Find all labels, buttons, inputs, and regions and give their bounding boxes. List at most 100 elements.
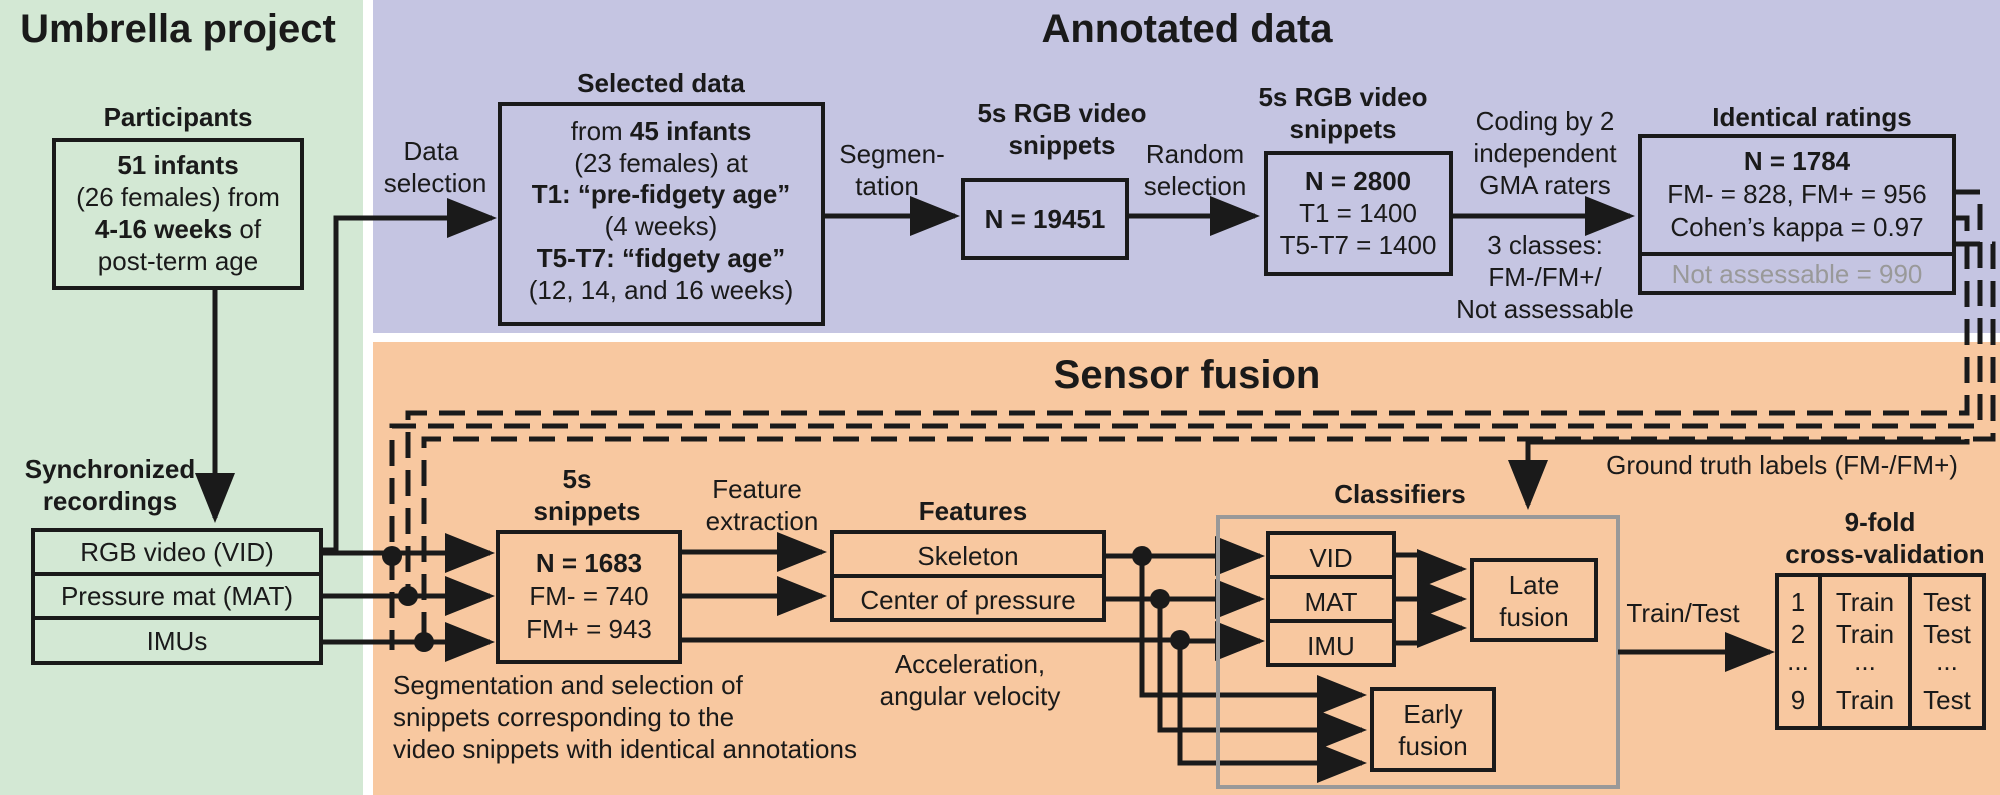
snippets1-heading-2: snippets (1009, 130, 1116, 160)
participants-postterm: post-term age (98, 246, 258, 276)
sync-heading-2: recordings (43, 486, 177, 516)
snippets2-t5-t7: T5-T7 = 1400 (1280, 230, 1437, 260)
features-heading: Features (919, 496, 1027, 526)
cv-test-ellipsis: ... (1936, 646, 1958, 676)
data-selection-label-2: selection (384, 168, 487, 198)
cv-test-9: Test (1923, 685, 1971, 715)
random-label-1: Random (1146, 139, 1244, 169)
sync-heading-1: Synchronized (25, 454, 195, 484)
cv-train-2: Train (1836, 619, 1894, 649)
cv-heading-2: cross-validation (1785, 539, 1984, 569)
arrow-imu-to-late (1394, 608, 1467, 648)
junction-dot-mat (398, 586, 418, 606)
junction-dot-imu (414, 632, 434, 652)
feature-center-of-pressure: Center of pressure (860, 585, 1075, 615)
segmentation-label-2: tation (855, 171, 919, 201)
early-fusion-label-1: Early (1403, 699, 1462, 729)
late-fusion-label-1: Late (1509, 570, 1560, 600)
snippets1-box (961, 178, 1129, 260)
identical-kappa: Cohen’s kappa = 0.97 (1670, 212, 1923, 242)
train-test-label: Train/Test (1626, 598, 1740, 628)
arrow-cop-to-early (1157, 599, 1367, 750)
participants-count: 51 infants (117, 150, 238, 180)
feature-extraction-label-1: Feature (712, 474, 802, 504)
cv-heading-1: 9-fold (1845, 507, 1916, 537)
cv-fold-9: 9 (1791, 685, 1805, 715)
snippets2-count: N = 2800 (1305, 166, 1411, 196)
segmentation-note-1: Segmentation and selection of (393, 670, 744, 700)
arrow-video-to-selected (321, 198, 497, 553)
identical-heading: Identical ratings (1712, 102, 1911, 132)
arrow-ground-truth (1508, 439, 1970, 510)
feature-skeleton: Skeleton (917, 541, 1018, 571)
cv-table (1775, 573, 1986, 730)
cv-train-9: Train (1836, 685, 1894, 715)
sync-row-rgb-video: RGB video (VID) (80, 537, 274, 567)
classifier-vid: VID (1309, 543, 1352, 573)
segmentation-note-2: snippets corresponding to the (393, 702, 734, 732)
sync-row-imus: IMUs (147, 626, 208, 656)
participants-age-range: 4-16 weeks of (95, 214, 262, 244)
selected-heading: Selected data (577, 68, 745, 98)
classes-label-2: FM-/FM+/ (1488, 262, 1602, 292)
participants-heading: Participants (104, 102, 253, 132)
cv-train-1: Train (1836, 587, 1894, 617)
cv-fold-2: 2 (1791, 619, 1805, 649)
early-fusion-label-2: fusion (1398, 731, 1467, 761)
identical-fm: FM- = 828, FM+ = 956 (1667, 179, 1926, 209)
identical-not-assessable: Not assessable = 990 (1672, 259, 1923, 289)
fusion-snippets-heading-2: snippets (534, 496, 641, 526)
selected-t5-t7-weeks: (12, 14, and 16 weeks) (529, 275, 794, 305)
coding-label-1: Coding by 2 (1476, 106, 1615, 136)
junction-dot-video (382, 546, 402, 566)
fusion-snippets-heading-1: 5s (563, 464, 592, 494)
dashed-path-imu (421, 241, 1996, 645)
snippets2-t1: T1 = 1400 (1299, 198, 1417, 228)
classes-label-3: Not assessable (1456, 294, 1634, 324)
fusion-snippets-count: N = 1683 (536, 548, 642, 578)
segmentation-label-1: Segmen- (839, 139, 945, 169)
random-label-2: selection (1144, 171, 1247, 201)
cv-fold-ellipsis: ... (1787, 646, 1809, 676)
classifiers-heading: Classifiers (1334, 479, 1466, 509)
dashed-path-video (389, 189, 1983, 650)
ground-truth-label: Ground truth labels (FM-/FM+) (1606, 450, 1958, 480)
sync-row-pressure-mat: Pressure mat (MAT) (61, 581, 293, 611)
early-fusion-box (1370, 687, 1496, 772)
snippets1-count: N = 19451 (985, 204, 1106, 234)
cv-test-2: Test (1923, 619, 1971, 649)
cv-test-1: Test (1923, 587, 1971, 617)
selected-t1: T1: “pre-fidgety age” (532, 179, 791, 209)
annotated-title: Annotated data (1041, 7, 1333, 51)
late-fusion-label-2: fusion (1499, 602, 1568, 632)
snippets2-heading-1: 5s RGB video (1258, 82, 1427, 112)
selected-infants: from 45 infants (571, 116, 752, 146)
arrow-skeleton-to-early (1139, 556, 1367, 715)
fusion-snippets-fm-minus: FM- = 740 (529, 581, 648, 611)
participants-females: (26 females) from (76, 182, 280, 212)
selected-t1-weeks: (4 weeks) (605, 211, 718, 241)
cv-train-ellipsis: ... (1854, 646, 1876, 676)
selected-t5-t7: T5-T7: “fidgety age” (537, 243, 785, 273)
segmentation-note-3: video snippets with identical annotation… (393, 734, 857, 764)
coding-label-2: independent (1473, 138, 1617, 168)
cv-test-column: Test Test ... Test (1923, 587, 1971, 715)
dashed-path-mat (405, 215, 1970, 598)
umbrella-title: Umbrella project (20, 7, 336, 51)
fusion-snippets-fm-plus: FM+ = 943 (526, 614, 652, 644)
identical-box (1638, 134, 1956, 295)
accel-label-2: angular velocity (880, 681, 1061, 711)
late-fusion-box (1470, 558, 1598, 642)
classifier-mat: MAT (1305, 587, 1358, 617)
arrow-accel-to-early (1177, 640, 1367, 783)
selected-females: (23 females) at (574, 148, 748, 178)
cv-fold-1: 1 (1791, 587, 1805, 617)
cv-train-column: Train Train ... Train (1836, 587, 1894, 715)
feature-extraction-label-2: extraction (706, 506, 819, 536)
classes-label-1: 3 classes: (1487, 230, 1603, 260)
data-selection-label-1: Data (404, 136, 459, 166)
classifier-imu: IMU (1307, 631, 1355, 661)
participants-box (52, 138, 304, 290)
